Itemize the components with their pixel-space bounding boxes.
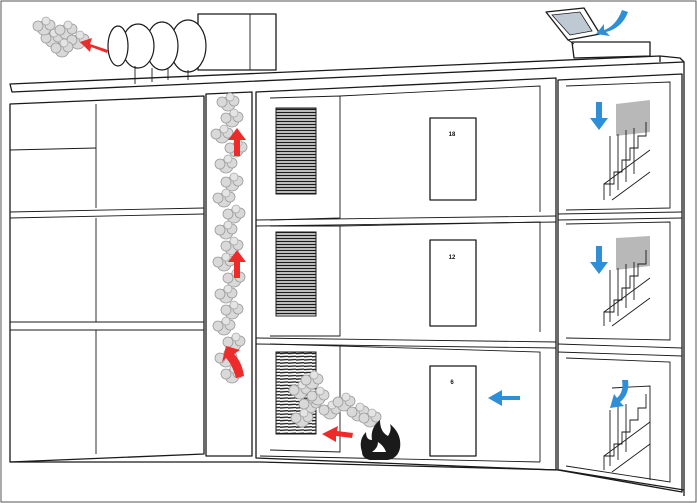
- red-arrow-icon: [322, 426, 353, 442]
- smoke-cloud-icon: [289, 371, 381, 427]
- smoke-vent: [276, 232, 316, 316]
- smoke-shaft: [206, 92, 252, 456]
- blue-arrow-icon: [596, 10, 628, 36]
- door: 12: [430, 240, 476, 326]
- left-apartments: [10, 96, 204, 462]
- blue-arrow-icon: [610, 380, 628, 408]
- stairwell: [558, 74, 682, 492]
- smoke-vent: [276, 108, 316, 194]
- door-number: 18: [449, 132, 456, 138]
- door-number: 12: [449, 255, 456, 261]
- staircase: [604, 100, 650, 200]
- staircase: [604, 236, 650, 326]
- door: 6: [430, 366, 476, 456]
- blue-arrow-icon: [590, 102, 608, 130]
- blue-arrow-icon: [590, 246, 608, 274]
- staircase: [604, 386, 650, 480]
- smoke-cloud-icon: [33, 17, 89, 57]
- door: 18: [430, 118, 476, 200]
- blue-arrow-icon: [488, 390, 520, 406]
- building-outline: [10, 56, 684, 496]
- door-number: 6: [450, 380, 454, 386]
